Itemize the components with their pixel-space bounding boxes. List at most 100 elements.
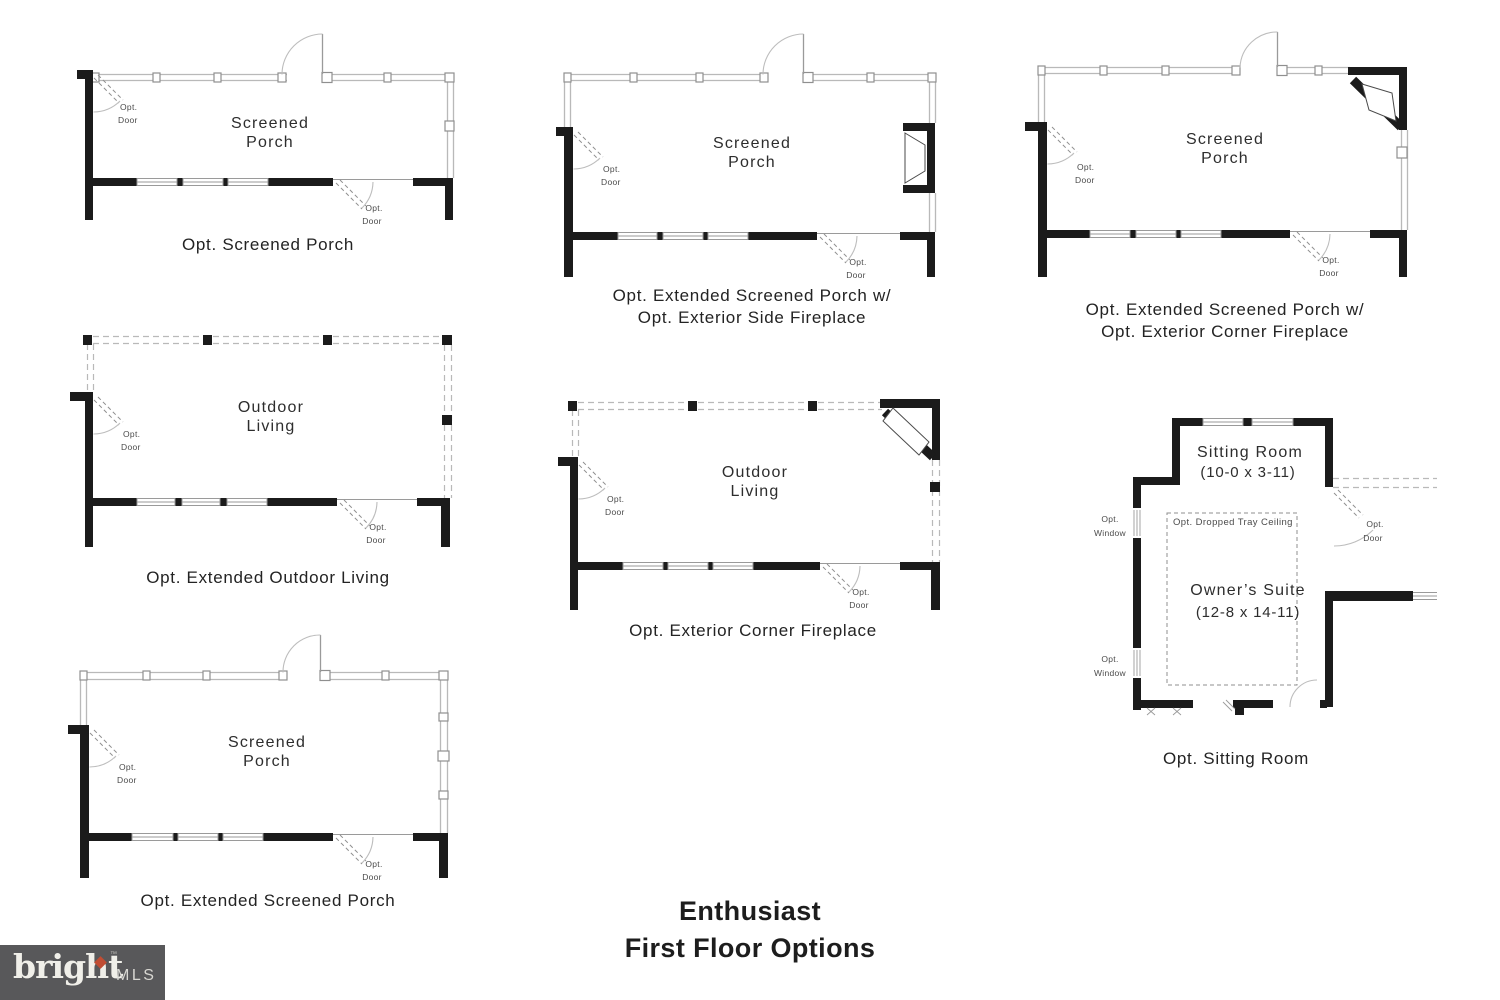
opt-door-label: Door bbox=[849, 600, 869, 610]
screen-wall-top bbox=[563, 71, 937, 232]
mls-logo-text: MLS bbox=[116, 967, 157, 984]
wall-left bbox=[70, 392, 93, 547]
door-swing-top bbox=[762, 33, 805, 75]
floorplan-ext-porch-corner-fireplace: Opt. Door Opt. Door Screened Porch Opt. … bbox=[1020, 28, 1440, 348]
plan-caption: Opt. Sitting Room bbox=[1163, 749, 1309, 768]
opt-door-label: Door bbox=[366, 535, 386, 545]
opt-window-label: Opt. bbox=[1101, 654, 1118, 664]
screen-wall-top bbox=[1037, 64, 1409, 230]
opt-window-label: Window bbox=[1094, 528, 1127, 538]
opt-door-swing-left: Opt. Door bbox=[89, 729, 137, 785]
ext-screened-porch-drawing: Opt. Door Opt. Door Screened Porch Opt. … bbox=[68, 634, 450, 910]
floorplan-corner-fireplace: Opt. Door Opt. Door Outdoor Living Opt. … bbox=[555, 395, 965, 645]
room-name: Porch bbox=[246, 134, 294, 151]
room-name: Porch bbox=[728, 154, 776, 171]
opt-door-label: Opt. bbox=[365, 203, 382, 213]
opt-door-label: Door bbox=[118, 115, 138, 125]
floorplan-opt-screened-porch: Opt. Door Opt. Door Screened Porch Opt. … bbox=[68, 28, 468, 268]
room-name: Outdoor bbox=[238, 399, 304, 416]
opt-window-label: Opt. bbox=[1101, 514, 1118, 524]
plan-caption: Opt. Screened Porch bbox=[182, 235, 354, 254]
opt-door-swing-bottom: Opt. Door bbox=[822, 563, 869, 610]
open-edge-top bbox=[83, 335, 453, 498]
opt-door-swing-bottom: Opt. Door bbox=[819, 233, 866, 280]
opt-door-label: Door bbox=[362, 872, 382, 882]
opt-door-label: Door bbox=[1363, 533, 1383, 543]
opt-door-swing-bottom: Opt. Door bbox=[335, 834, 382, 882]
opt-door-label: Opt. bbox=[1077, 162, 1094, 172]
sheet-title-line1: Enthusiast bbox=[678, 896, 822, 926]
plan-caption: Opt. Extended Screened Porch bbox=[141, 891, 396, 910]
ext-porch-corner-fireplace-drawing: Opt. Door Opt. Door Screened Porch Opt. … bbox=[1025, 31, 1409, 341]
room-name: Screened bbox=[228, 734, 306, 751]
ext-porch-side-fireplace-drawing: Opt. Door Opt. Door Screened Porch Opt. … bbox=[556, 33, 937, 327]
floorplan-ext-screened-porch: Opt. Door Opt. Door Screened Porch Opt. … bbox=[60, 628, 460, 918]
bright-mls-watermark: bright ™ MLS bbox=[0, 945, 165, 1000]
room-name: Sitting Room bbox=[1197, 444, 1303, 461]
opt-door-label: Opt. bbox=[123, 429, 140, 439]
screen-wall-top bbox=[79, 669, 450, 833]
opt-door-swing-left: Opt. Door bbox=[93, 396, 141, 452]
plan-caption: Opt. Exterior Corner Fireplace bbox=[1101, 322, 1349, 341]
opt-door-swing-left: Opt. Door bbox=[93, 74, 138, 125]
room-name: Porch bbox=[243, 753, 291, 770]
opt-door-label: Door bbox=[117, 775, 137, 785]
opt-door-label: Opt. bbox=[1366, 519, 1383, 529]
room-name: Outdoor bbox=[722, 464, 788, 481]
room-name: Owner’s Suite bbox=[1190, 582, 1306, 599]
wall-left bbox=[556, 127, 573, 277]
opt-door-label: Opt. bbox=[119, 762, 136, 772]
window-units-bottom bbox=[136, 498, 417, 506]
opt-door-label: Opt. bbox=[849, 257, 866, 267]
wall-bottom bbox=[570, 562, 940, 610]
plan-caption: Opt. Extended Screened Porch w/ bbox=[613, 286, 892, 305]
door-swing-top bbox=[1239, 31, 1279, 68]
opt-door-label: Opt. bbox=[369, 522, 386, 532]
opt-door-swing-bottom: Opt. Door bbox=[339, 499, 386, 545]
wall-bottom bbox=[85, 178, 453, 220]
opt-door-label: Door bbox=[1075, 175, 1095, 185]
window-units-top bbox=[1202, 418, 1294, 426]
trademark-symbol: ™ bbox=[110, 951, 117, 958]
wall-bottom bbox=[89, 833, 448, 878]
room-name: Living bbox=[246, 418, 295, 435]
wall-left bbox=[77, 70, 93, 220]
door-swing-top bbox=[282, 634, 322, 673]
walls bbox=[1133, 418, 1413, 715]
opt-door-swing-left: Opt. Door bbox=[573, 131, 620, 187]
window-units-bottom bbox=[1089, 230, 1370, 238]
wall-bottom bbox=[573, 232, 935, 277]
plan-caption: Opt. Extended Screened Porch w/ bbox=[1086, 300, 1365, 319]
wall-bottom bbox=[85, 498, 450, 547]
opt-door-swing-right: Opt. Door bbox=[1333, 489, 1383, 547]
floorplan-ext-outdoor-living: Opt. Door Opt. Door Outdoor Living Opt. … bbox=[65, 328, 460, 593]
ext-outdoor-living-drawing: Opt. Door Opt. Door Outdoor Living Opt. … bbox=[70, 335, 453, 587]
wall-left bbox=[68, 725, 89, 878]
plan-caption: Opt. Exterior Side Fireplace bbox=[638, 308, 866, 327]
opt-door-label: Opt. bbox=[852, 587, 869, 597]
plan-caption: Opt. Extended Outdoor Living bbox=[146, 568, 390, 587]
opt-door-label: Opt. bbox=[120, 102, 137, 112]
opt-door-label: Door bbox=[846, 270, 866, 280]
window-units-bottom bbox=[131, 833, 413, 841]
wall-left bbox=[1025, 122, 1047, 277]
tray-ceiling-label: Opt. Dropped Tray Ceiling bbox=[1173, 517, 1293, 528]
bright-logo-text: bright bbox=[13, 947, 123, 986]
opt-door-label: Door bbox=[362, 216, 382, 226]
opt-door-label: Opt. bbox=[603, 164, 620, 174]
opt-door-label: Door bbox=[605, 507, 625, 517]
door-swing-top bbox=[281, 33, 324, 75]
opt-door-label: Door bbox=[1319, 268, 1339, 278]
wall-left bbox=[558, 457, 578, 610]
opt-door-label: Door bbox=[121, 442, 141, 452]
opt-window-label: Window bbox=[1094, 668, 1127, 678]
sheet-title: Enthusiast First Floor Options bbox=[450, 893, 1050, 967]
opt-door-label: Opt. bbox=[607, 494, 624, 504]
bottom-door-swing bbox=[1146, 679, 1318, 716]
room-name: Screened bbox=[713, 135, 791, 152]
room-dimensions: (12-8 x 14-11) bbox=[1196, 604, 1300, 621]
floorplan-ext-porch-side-fireplace: Opt. Door Opt. Door Screened Porch Opt. … bbox=[545, 28, 965, 338]
opt-sitting-room-drawing: Opt. Window Opt. Window Opt. Door Opt. D… bbox=[1094, 418, 1437, 768]
opt-door-swing-bottom: Opt. Door bbox=[335, 179, 382, 226]
